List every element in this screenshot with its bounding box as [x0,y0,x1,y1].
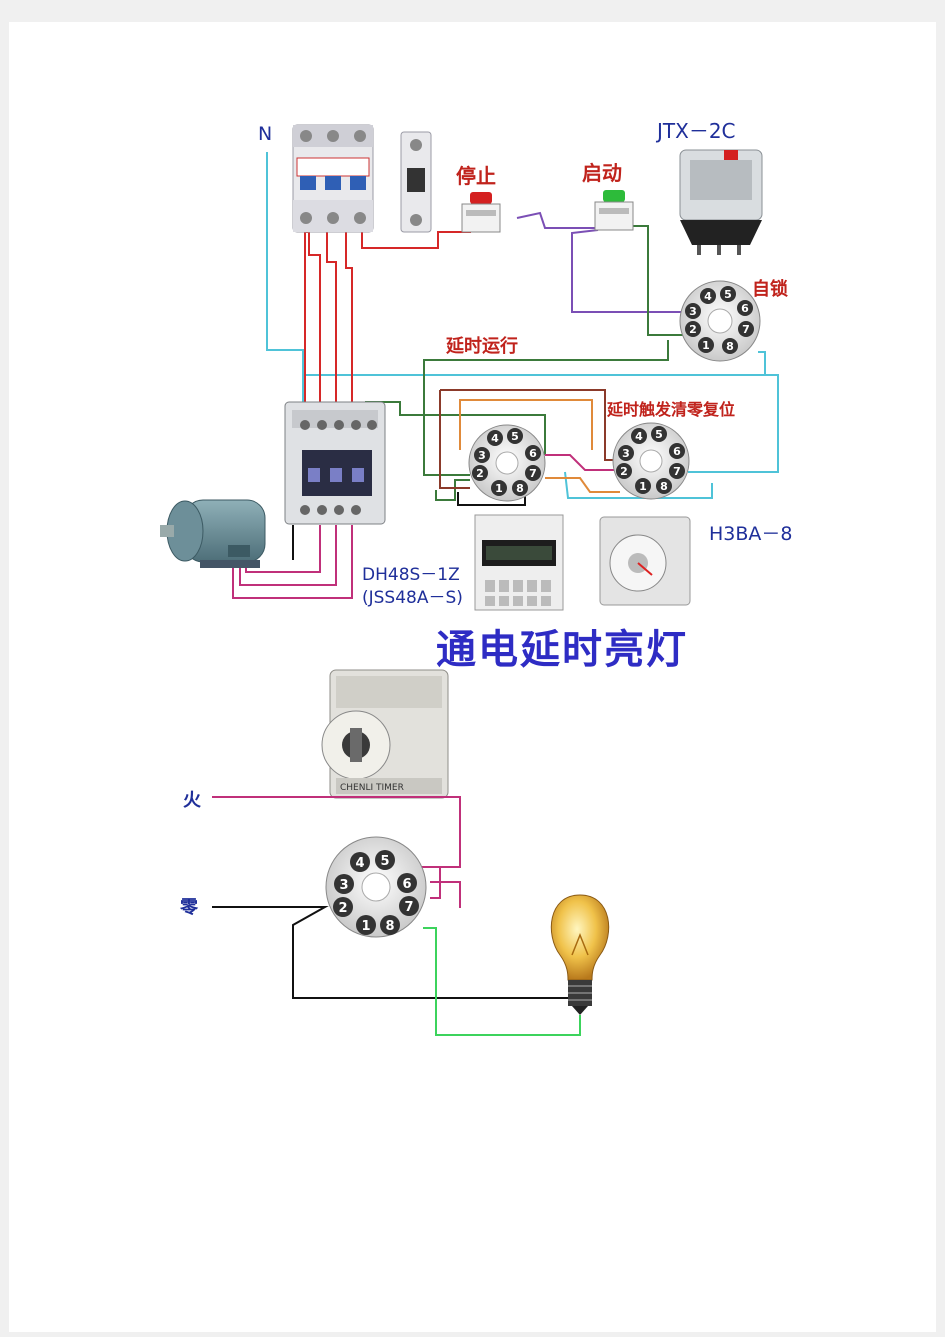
svg-text:8: 8 [660,480,668,493]
light-bulb-icon [550,894,610,1015]
label-delay-run: 延时运行 [445,335,518,357]
svg-text:5: 5 [724,288,732,301]
main-breaker [292,124,374,233]
relay-jtx [679,149,763,255]
motor [160,499,266,568]
svg-text:1: 1 [361,919,370,934]
wire-cyan-right [688,374,779,473]
wire-red-L3 [345,232,353,410]
wire-lamp [423,927,581,1036]
svg-text:1: 1 [495,482,503,495]
wire-cyan-mid [564,471,713,499]
svg-text:2: 2 [689,323,697,336]
wire-purple-1 [516,211,598,229]
wire-orange-1 [459,399,593,450]
svg-text:3: 3 [689,305,697,318]
svg-text:7: 7 [529,467,537,480]
svg-text:4: 4 [355,856,364,871]
wire-purple-2 [571,229,683,313]
wire-magenta-motor [232,525,353,599]
wire-brown-1 [439,390,470,489]
analog-timer-top [599,516,691,606]
label-start: 启动 [582,161,622,185]
svg-text:7: 7 [742,323,750,336]
wire-neutral-bottom [212,906,570,999]
svg-text:1: 1 [702,339,710,352]
label-timer-right-model: H3BA－8 [709,523,793,545]
wire-red-L2 [326,232,337,410]
wire-green-1 [625,225,683,336]
timer-socket-left: 3 2 4 5 6 7 1 8 [468,424,546,502]
analog-timer-bottom: CHENLI TIMER [321,669,449,799]
label-stop: 停止 [456,164,496,188]
wire-orange-2 [545,477,620,493]
wire-live-2 [430,881,461,908]
timer-socket-right: 3 2 4 5 6 7 1 8 [612,422,690,500]
svg-text:2: 2 [476,467,484,480]
svg-text:3: 3 [478,449,486,462]
wiring-diagram: N 停止 启动 JTX－2C 自锁 [160,119,793,1036]
wires-top [232,152,779,599]
svg-text:3: 3 [339,878,348,893]
svg-text:1: 1 [639,480,647,493]
wire-black-2 [457,492,526,506]
socket-relay: 2 1 3 4 5 6 7 8 [679,280,761,362]
stop-button [461,192,501,233]
label-relay-model: JTX－2C [655,119,736,143]
svg-text:8: 8 [726,340,734,353]
wire-live-3 [408,866,441,899]
digital-timer [474,514,564,611]
svg-text:2: 2 [338,901,347,916]
wire-green-3 [365,401,546,455]
svg-text:5: 5 [655,428,663,441]
page: N 停止 启动 JTX－2C 自锁 [9,22,936,1332]
svg-text:4: 4 [491,432,499,445]
svg-text:4: 4 [704,290,712,303]
label-self-lock: 自锁 [752,278,788,300]
svg-text:6: 6 [673,445,681,458]
wire-red-L1b [304,231,309,410]
label-live: 火 [183,790,202,811]
svg-text:7: 7 [673,465,681,478]
wire-green-4 [435,479,470,501]
label-neutral: N [258,123,272,145]
svg-text:8: 8 [385,919,394,934]
wire-magenta-motor2 [239,525,337,586]
svg-text:6: 6 [741,302,749,315]
control-breaker [400,131,432,233]
svg-text:6: 6 [529,447,537,460]
bottom-title: 通电延时亮灯 [436,627,688,673]
svg-text:8: 8 [516,482,524,495]
wire-red-L1 [308,232,321,410]
wire-magenta-1 [545,454,615,471]
contactor [284,401,386,525]
svg-text:4: 4 [635,430,643,443]
label-delay-reset: 延时触发清零复位 [606,400,735,419]
wire-cyan-bus [303,351,766,376]
timer-brand: CHENLI TIMER [340,783,404,793]
wires-bottom [212,796,581,1036]
svg-text:5: 5 [380,854,389,869]
svg-text:6: 6 [402,877,411,892]
label-timer-left-model-2: (JSS48A－S) [362,588,463,608]
timer-socket-bottom: 4 5 3 2 1 8 6 7 [325,836,427,938]
start-button [594,190,634,231]
svg-text:7: 7 [404,900,413,915]
label-timer-left-model-1: DH48S－1Z [362,565,460,585]
svg-text:2: 2 [620,465,628,478]
wire-brown-2 [440,389,615,461]
svg-text:5: 5 [511,430,519,443]
label-neutral-bottom: 零 [179,897,199,918]
svg-text:3: 3 [622,447,630,460]
